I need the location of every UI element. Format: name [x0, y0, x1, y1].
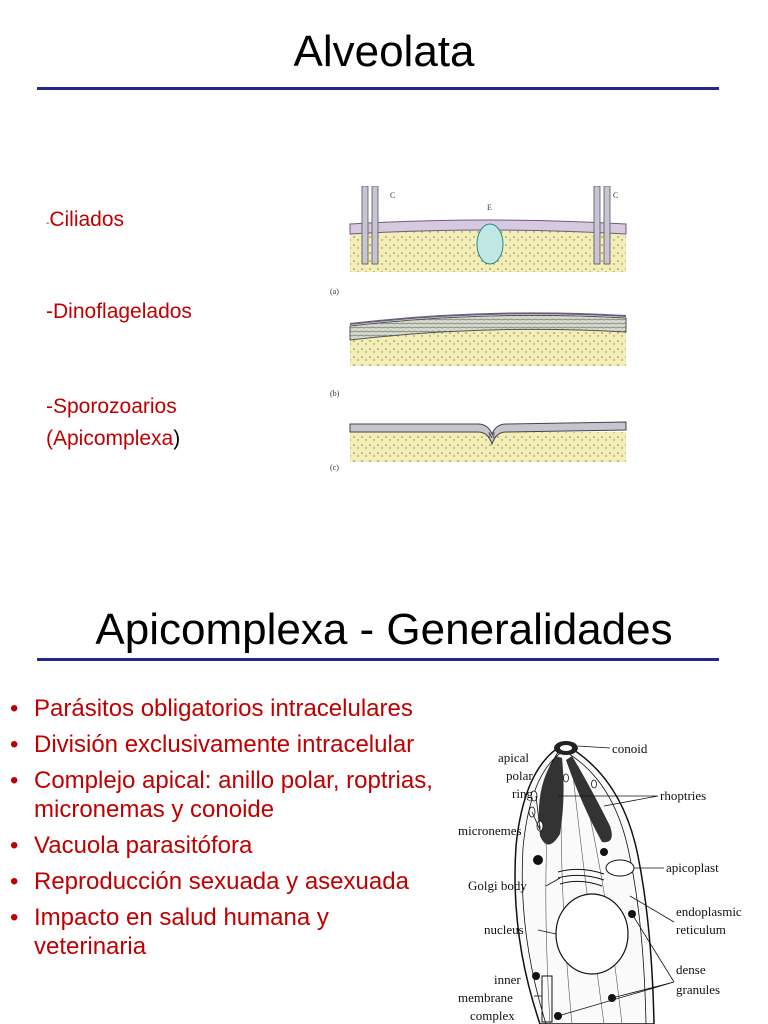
item-label: Ciliados: [49, 208, 125, 231]
list-item-dinoflagelados: -Dinoflagelados: [46, 299, 192, 324]
item-label: Dinoflagelados: [53, 300, 192, 323]
bullet-text: Reproducción sexuada y asexuada: [34, 868, 409, 895]
list-item-ciliados: -Ciliados: [46, 207, 124, 232]
bullet-dot: •: [10, 904, 19, 931]
apicoplast-shape: [605, 859, 635, 877]
label-polar: polar: [506, 768, 533, 783]
zoite-diagram: apical polar ring conoid rhoptries micro…: [454, 726, 768, 1024]
label-c-right: C: [613, 191, 618, 200]
bullet-text: Complejo apical: anillo polar, roptrias,…: [34, 767, 433, 823]
label-conoid: conoid: [612, 741, 648, 756]
label-nucleus: nucleus: [484, 922, 524, 937]
list-item: • Vacuola parasitófora: [10, 831, 470, 860]
label-golgi: Golgi body: [468, 878, 527, 893]
inner-membrane-right: [565, 751, 647, 1024]
cilium-left: [361, 186, 369, 265]
cilium-right: [593, 186, 601, 265]
list-item: • Complejo apical: anillo polar, roptrias…: [10, 766, 484, 824]
microtubules: [545, 765, 623, 1024]
label-er-1: endoplasmic: [676, 904, 742, 919]
bullet-dot: •: [10, 731, 19, 758]
list-item-sporozoarios: -Sporozoarios: [46, 394, 177, 419]
label-e: E: [487, 203, 492, 212]
imc-bracket: [541, 975, 553, 1023]
golgi-shape: [557, 868, 605, 887]
bullet-text: Impacto en salud humana y veterinaria: [34, 904, 329, 960]
list-item: • División exclusivamente intracelular: [10, 730, 470, 759]
cilium-left-2: [371, 186, 379, 265]
pellicle: [349, 421, 627, 446]
title-underline: [37, 87, 719, 90]
slide-apicomplexa: Apicomplexa - Generalidades • Parásitos o…: [0, 512, 768, 1024]
item-dash: -: [46, 300, 53, 323]
item-close-paren: ): [173, 427, 181, 450]
list-item: • Reproducción sexuada y asexuada: [10, 867, 470, 896]
rhoptry-right: [566, 756, 612, 843]
label-er-2: reticulum: [676, 922, 726, 937]
thecal-plates: [349, 314, 627, 341]
bullet-text: Vacuola parasitófora: [34, 832, 253, 859]
title-underline: [37, 658, 719, 661]
bullet-list: • Parásitos obligatorios intracelulares •…: [10, 694, 470, 968]
item-dash: -: [46, 218, 50, 229]
label-c-left: C: [390, 191, 395, 200]
label-apicoplast: apicoplast: [666, 860, 719, 875]
label-m: M: [488, 431, 495, 440]
bullet-dot: •: [10, 695, 19, 722]
label-complex: complex: [470, 1008, 515, 1023]
diagram-labels: apical polar ring conoid rhoptries micro…: [458, 741, 742, 1023]
slide-title: Apicomplexa - Generalidades: [95, 605, 673, 654]
rhoptry-left: [538, 756, 564, 845]
bullet-text: División exclusivamente intracelular: [34, 731, 415, 758]
nucleus-shape: [555, 893, 629, 975]
panel-label-c: (c): [330, 463, 339, 472]
label-ring: ring: [512, 786, 533, 801]
bullet-dot: •: [10, 767, 19, 794]
label-rhoptries: rhoptries: [660, 788, 706, 803]
item-label: (Apicomplexa: [46, 427, 174, 450]
item-label: Sporozoarios: [53, 395, 177, 418]
label-granules: granules: [676, 982, 720, 997]
label-micronemes: micronemes: [458, 823, 522, 838]
slide-alveolata: Alveolata -Ciliados -Dinoflagelados -Spo…: [37, 27, 719, 472]
list-item: • Parásitos obligatorios intracelulares: [10, 694, 470, 723]
label-apical: apical: [498, 750, 529, 765]
panel-label-b: (b): [330, 389, 340, 398]
label-inner: inner: [494, 972, 521, 987]
leader-lines: [531, 745, 675, 1017]
label-membrane: membrane: [458, 990, 513, 1005]
membrane-b: [349, 312, 627, 325]
conoid-lumen: [560, 745, 572, 751]
panel-label-a: (a): [330, 287, 339, 296]
cilium-right-2: [603, 186, 611, 265]
bullet-dot: •: [10, 868, 19, 895]
item-dash: -: [46, 395, 53, 418]
dense-granules: [532, 848, 636, 1020]
slide-title: Alveolata: [293, 27, 475, 76]
list-item-apicomplexa: (Apicomplexa): [46, 426, 180, 451]
label-dense: dense: [676, 962, 706, 977]
alveoli-figure: C E C (a) (b) M (c): [330, 186, 627, 472]
bullet-dot: •: [10, 832, 19, 859]
micronemes: [528, 773, 597, 832]
extrusome: [476, 223, 504, 265]
list-item: • Impacto en salud humana y veterinaria: [10, 903, 414, 961]
bullet-text: Parásitos obligatorios intracelulares: [34, 695, 413, 722]
